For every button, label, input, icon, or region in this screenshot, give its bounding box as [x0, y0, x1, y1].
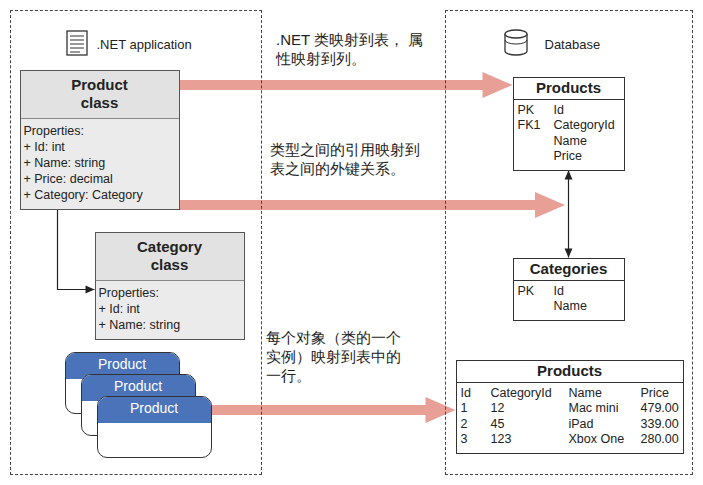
table-cell: 45 — [491, 417, 567, 433]
table-cell: Price — [641, 386, 679, 402]
table-schema: CategoriesPKIdName — [513, 258, 625, 321]
box-heading: Products — [463, 362, 677, 380]
property-text: + Id: int — [24, 139, 171, 155]
relation-arrow — [58, 210, 95, 294]
box-heading: Products — [520, 79, 618, 97]
table-cell: PK — [518, 284, 552, 300]
relation-arrow — [565, 171, 573, 258]
class-box: Product classProperties:+ Id: int+ Name:… — [20, 70, 180, 210]
arrow-head — [565, 249, 573, 258]
arrow-head — [86, 286, 95, 294]
table-cell: 339.00 — [641, 417, 679, 433]
arrow-shaft — [212, 397, 456, 423]
table-schema: ProductsPKIdFK1CategoryIdNamePrice — [513, 77, 625, 171]
database-icon — [505, 30, 527, 55]
table-cell: Mac mini — [569, 401, 639, 417]
table-cell: 2 — [461, 417, 489, 433]
table-cell: Id — [554, 284, 620, 300]
table-cell: 12 — [491, 401, 567, 417]
class-box: Category classProperties:+ Id: int+ Name… — [95, 232, 245, 340]
property-text: Properties: — [99, 285, 236, 301]
app-region: .NET applicationProduct classProperties:… — [10, 10, 262, 475]
table-cell: 3 — [461, 432, 489, 448]
mapping-arrow — [180, 72, 513, 98]
document-icon — [70, 36, 84, 52]
box-heading: Category class — [137, 238, 202, 274]
edge-label: 每个对象（类的一个 实例）映射到表中的 一行。 — [266, 328, 409, 385]
table-cell: PK — [518, 103, 552, 119]
data-table: ProductsIdCategoryIdNamePrice 112Mac mini… — [456, 360, 684, 454]
table-cell: Name — [569, 386, 639, 402]
table-cell: 123 — [491, 432, 567, 448]
region-title: .NET application — [97, 37, 262, 53]
table-cell: iPad — [569, 417, 639, 433]
arrow-shaft — [180, 72, 513, 98]
property-text: + Category: Category — [24, 187, 171, 203]
arrow-head — [565, 171, 573, 180]
document-icon — [67, 31, 87, 55]
property-text: + Price: decimal — [24, 171, 171, 187]
object-card: Product — [65, 352, 180, 414]
table-cell: CategoryId — [491, 386, 567, 402]
mapping-arrow — [180, 192, 565, 218]
box-heading: Product class — [71, 76, 128, 112]
db-region: DatabaseProductsPKIdFK1CategoryIdNamePri… — [445, 10, 693, 475]
region-title: Database — [545, 37, 693, 53]
table-cell: Id — [461, 386, 489, 402]
table-cell: Name — [554, 299, 620, 315]
table-cell: FK1 — [518, 118, 552, 134]
property-text: Properties: — [24, 123, 171, 139]
box-heading: Categories — [520, 260, 618, 278]
object-card: Product — [97, 396, 212, 458]
table-cell: 479.00 — [641, 401, 679, 417]
database-icon — [505, 40, 527, 44]
arrow-shaft — [568, 171, 569, 258]
property-text: + Name: string — [99, 317, 236, 333]
box-heading: Product — [110, 400, 199, 417]
box-heading: Product — [94, 378, 183, 395]
table-cell: Price — [554, 149, 620, 165]
table-cell: Xbox One — [569, 432, 639, 448]
edge-label: .NET 类映射到表， 属性映射到列。 — [276, 30, 424, 68]
box-heading: Product — [78, 356, 167, 373]
property-text: + Id: int — [99, 301, 236, 317]
document-icon — [67, 31, 87, 55]
table-cell: Id — [554, 103, 620, 119]
table-cell: 1 — [461, 401, 489, 417]
object-card: Product — [81, 374, 196, 436]
table-cell: Name — [554, 134, 620, 150]
arrow-shaft — [58, 210, 95, 290]
database-icon — [505, 30, 527, 38]
property-text: + Name: string — [24, 155, 171, 171]
table-cell: CategoryId — [554, 118, 620, 134]
table-cell: 280.00 — [641, 432, 679, 448]
note-label: 类型之间的引用映射到 表之间的外键关系。 — [270, 140, 428, 178]
mapping-arrow — [212, 397, 456, 423]
